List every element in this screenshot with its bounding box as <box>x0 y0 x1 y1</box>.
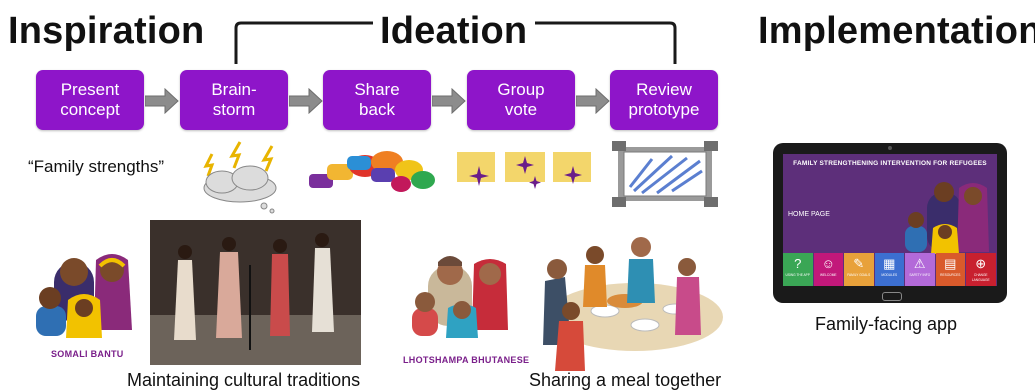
tile-using-the-app[interactable]: ?USING THE APP <box>783 253 813 286</box>
arrow-icon <box>289 88 323 114</box>
app-screen: FAMILY STRENGTHENING INTERVENTION FOR RE… <box>783 154 997 286</box>
shared-meal-illustration <box>543 237 723 371</box>
step-share-back: Share back <box>323 70 431 130</box>
grid-icon: ▦ <box>883 256 896 271</box>
somali-family-illustration <box>36 254 132 338</box>
arrow-icon <box>145 88 179 114</box>
tile-family-goals[interactable]: ✎FAMILY GOALS <box>844 253 874 286</box>
bhutanese-family-illustration <box>412 256 508 338</box>
concept-quote: “Family strengths” <box>28 157 165 176</box>
heading-implementation: Implementation <box>758 10 1035 52</box>
somali-bantu-label: SOMALI BANTU <box>51 349 124 359</box>
tile-modules[interactable]: ▦MODULES <box>874 253 904 286</box>
heading-inspiration: Inspiration <box>8 10 205 52</box>
home-button[interactable] <box>882 292 902 301</box>
lhotshampa-bhutanese-label: LHOTSHAMPA BHUTANESE <box>403 355 530 365</box>
step-group-vote: Group vote <box>467 70 575 130</box>
document-icon: ▤ <box>944 256 957 271</box>
home-page-label: HOME PAGE <box>788 211 830 218</box>
caption-traditions: Maintaining cultural traditions <box>127 370 361 390</box>
thought-cloud-icon <box>203 141 277 214</box>
pencil-icon: ✎ <box>853 256 865 271</box>
ideation-bracket <box>234 21 677 64</box>
speech-bubbles-icon <box>309 151 435 192</box>
caption-meal: Sharing a meal together <box>529 370 722 390</box>
tile-welcome[interactable]: ☺WELCOME <box>813 253 843 286</box>
tile-change-language[interactable]: ⊕CHANGE LANGUAGE <box>966 253 996 286</box>
app-title: FAMILY STRENGTHENING INTERVENTION FOR RE… <box>793 160 987 167</box>
cultural-traditions-photo <box>150 220 361 365</box>
prototype-board-icon <box>612 141 718 207</box>
tile-resources[interactable]: ▤RESOURCES <box>935 253 965 286</box>
camera-icon <box>888 146 892 150</box>
step-review-prototype: Review prototype <box>610 70 718 130</box>
globe-icon: ⊕ <box>975 256 987 271</box>
family-icon: ☺ <box>821 256 835 271</box>
family-illustration <box>905 182 989 254</box>
arrow-icon <box>432 88 466 114</box>
tile-safety-info[interactable]: ⚠SAFETY INFO <box>905 253 935 286</box>
heading-ideation: Ideation <box>380 10 528 52</box>
sticky-notes-icon <box>457 152 591 189</box>
arrow-icon <box>576 88 610 114</box>
warning-icon: ⚠ <box>913 256 926 271</box>
question-icon: ? <box>794 256 802 271</box>
step-brainstorm: Brain- storm <box>180 70 288 130</box>
caption-app: Family-facing app <box>815 314 958 334</box>
step-present-concept: Present concept <box>36 70 144 130</box>
